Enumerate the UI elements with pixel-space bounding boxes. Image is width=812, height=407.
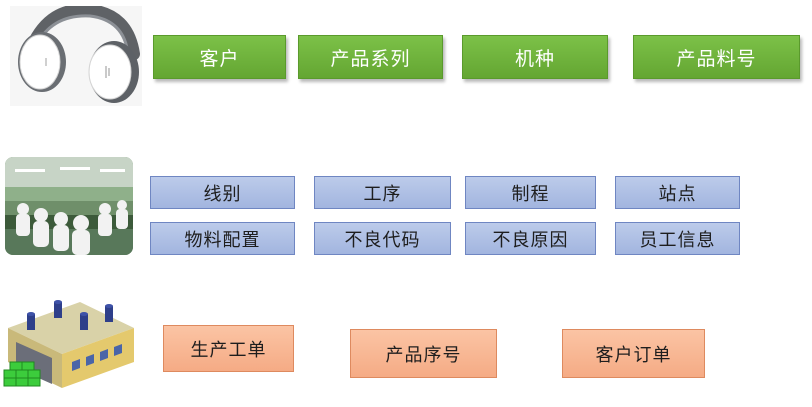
material-config-box: 物料配置 <box>150 222 295 255</box>
process-box: 制程 <box>465 176 596 209</box>
headphones-icon <box>10 6 142 106</box>
product-part-number-box: 产品料号 <box>633 35 800 79</box>
line-type-box: 线别 <box>150 176 295 209</box>
customer-order-box: 客户订单 <box>562 329 705 378</box>
defect-code-box: 不良代码 <box>314 222 451 255</box>
station-box: 站点 <box>615 176 740 209</box>
product-series-box: 产品系列 <box>298 35 443 79</box>
factory-workers-icon <box>5 157 133 255</box>
defect-reason-box: 不良原因 <box>465 222 596 255</box>
customer-box: 客户 <box>153 35 286 79</box>
warehouse-icon <box>3 300 134 388</box>
serial-number-box: 产品序号 <box>350 329 497 378</box>
work-order-box: 生产工单 <box>163 325 294 372</box>
employee-info-box: 员工信息 <box>615 222 740 255</box>
process-step-box: 工序 <box>314 176 451 209</box>
model-box: 机种 <box>462 35 608 79</box>
